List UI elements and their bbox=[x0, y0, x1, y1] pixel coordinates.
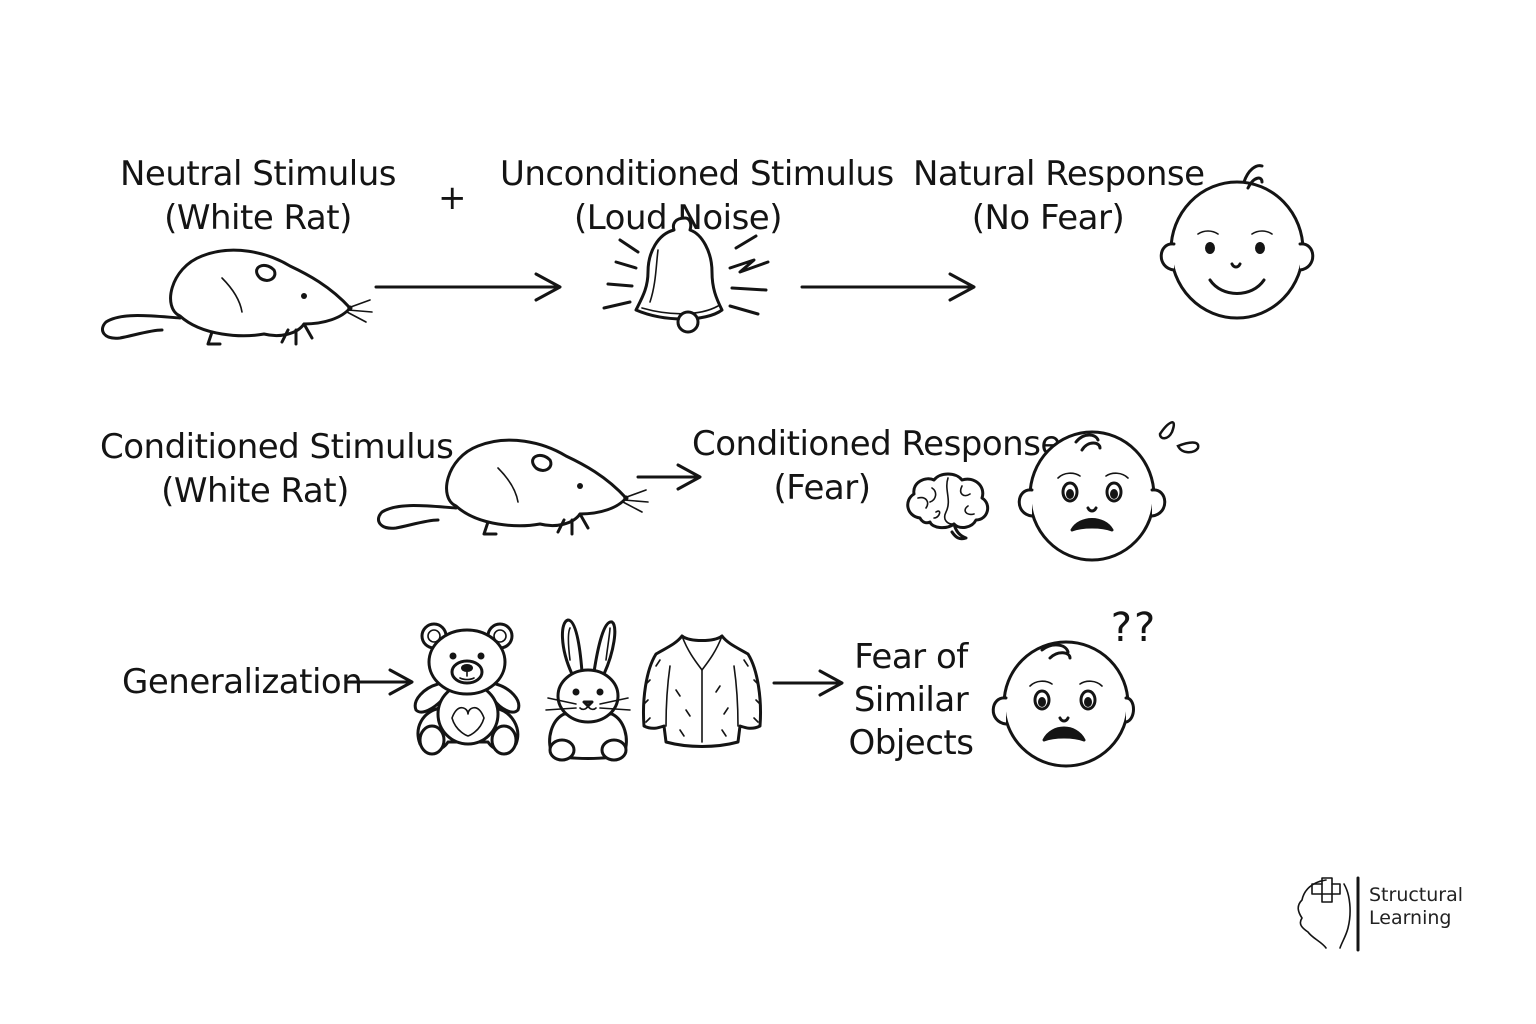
plus-sign: + bbox=[438, 178, 467, 218]
teddy-bear-icon bbox=[408, 618, 528, 758]
neutral-stimulus-label: Neutral Stimulus (White Rat) bbox=[108, 152, 408, 240]
conditioned-stimulus-subtitle: (White Rat) bbox=[161, 471, 349, 511]
fur-coat-icon bbox=[636, 630, 768, 750]
scared-baby-icon bbox=[1002, 412, 1212, 556]
conditioned-response-title: Conditioned Response bbox=[692, 424, 1061, 464]
logo-line-2: Learning bbox=[1369, 907, 1452, 929]
happy-baby-icon bbox=[1152, 152, 1322, 324]
conditioned-response-label: Conditioned Response (Fear) bbox=[692, 422, 1061, 510]
natural-response-title: Natural Response bbox=[913, 154, 1205, 194]
logo-line-1: Structural bbox=[1369, 884, 1464, 906]
arrow-rat-to-bell bbox=[374, 270, 564, 304]
neutral-stimulus-title: Neutral Stimulus bbox=[119, 154, 397, 194]
question-marks: ?? bbox=[1110, 605, 1158, 651]
rat-icon bbox=[368, 428, 638, 543]
generalization-label: Generalization bbox=[122, 662, 363, 702]
bell-icon bbox=[590, 210, 780, 340]
conditioned-stimulus-label: Conditioned Stimulus (White Rat) bbox=[100, 425, 454, 513]
confused-baby-icon bbox=[976, 628, 1136, 772]
conditioned-stimulus-title: Conditioned Stimulus bbox=[100, 427, 454, 467]
arrow-rat-to-conditioned-response bbox=[636, 460, 706, 494]
fear-line-3: Objects bbox=[848, 723, 974, 763]
brain-icon bbox=[902, 470, 992, 544]
neutral-stimulus-subtitle: (White Rat) bbox=[164, 198, 352, 238]
rabbit-icon bbox=[538, 616, 638, 766]
natural-response-label: Natural Response (No Fear) bbox=[913, 152, 1205, 240]
arrow-bell-to-response bbox=[800, 270, 980, 304]
fear-of-similar-objects-label: Fear of Similar Objects bbox=[846, 636, 976, 765]
arrow-generalization-to-objects bbox=[346, 665, 418, 699]
fear-line-1: Fear of bbox=[854, 637, 968, 677]
arrow-objects-to-fear bbox=[772, 666, 848, 700]
structural-learning-logo: Structural Learning bbox=[1369, 884, 1479, 930]
natural-response-subtitle: (No Fear) bbox=[971, 198, 1125, 238]
unconditioned-stimulus-title: Unconditioned Stimulus bbox=[500, 154, 894, 194]
rat-icon bbox=[92, 238, 362, 353]
fear-line-2: Similar bbox=[853, 680, 969, 720]
head-puzzle-icon bbox=[1292, 872, 1364, 954]
conditioned-response-subtitle: (Fear) bbox=[773, 468, 871, 508]
